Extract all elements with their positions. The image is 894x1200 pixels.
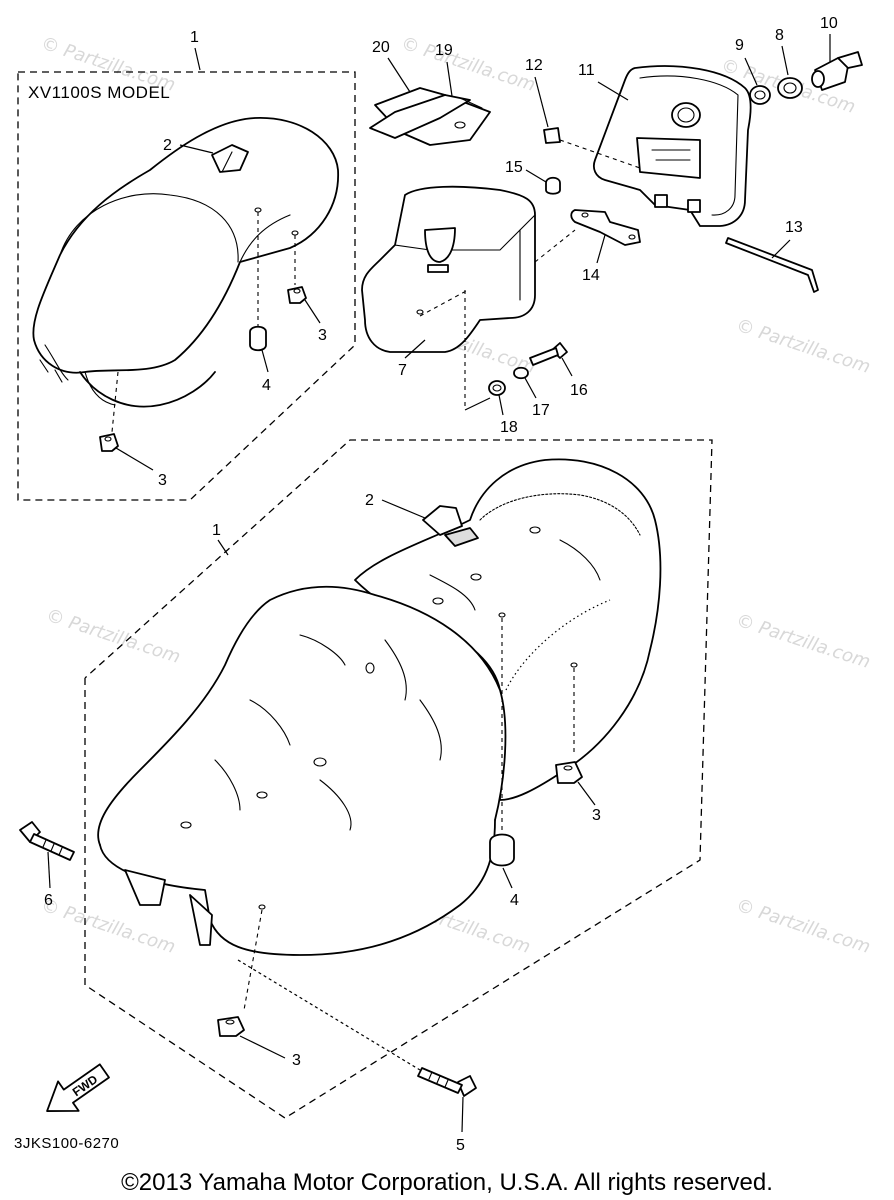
bolt-5 — [237, 959, 477, 1097]
inset-dashed-border — [17, 71, 356, 501]
part-12-clip — [543, 127, 561, 144]
solo-seat-part — [32, 117, 339, 408]
rod-13 — [725, 237, 819, 293]
washer-17 — [513, 366, 529, 380]
callout-label: 14 — [582, 267, 600, 284]
callout-label: 10 — [820, 15, 838, 32]
watermark: © Partzilla.com — [398, 33, 537, 96]
callout-label: 12 — [525, 57, 543, 74]
callout-label: 6 — [44, 892, 53, 909]
callout-label: 4 — [510, 892, 519, 909]
component-callouts: 7 8 9 10 11 12 13 14 15 16 17 18 19 — [372, 15, 838, 436]
cap-15 — [545, 176, 561, 195]
callout-label: 5 — [456, 1137, 465, 1154]
washer-9 — [749, 85, 771, 105]
bolt-6 — [19, 821, 75, 861]
callout-label: 9 — [735, 37, 744, 54]
callout-label: 8 — [775, 27, 784, 44]
fwd-arrow-icon: FWD — [46, 1063, 110, 1112]
plate-14 — [570, 209, 641, 246]
storage-box-7 — [361, 185, 536, 411]
dual-seat-part — [97, 458, 662, 956]
callout-label: 2 — [163, 137, 172, 154]
inset-hardware — [99, 207, 307, 452]
lid-11 — [592, 65, 752, 227]
callout-label: 7 — [398, 362, 407, 379]
lock-cylinder-10 — [811, 51, 863, 91]
copyright-text: ©2013 Yamaha Motor Corporation, U.S.A. A… — [121, 1169, 773, 1196]
callout-label: 3 — [318, 327, 327, 344]
diagram-code: 3JKS100-6270 — [14, 1135, 119, 1152]
main-dashed-border — [84, 439, 713, 1119]
inset-title: XV1100S MODEL — [28, 83, 170, 102]
main-seat-assembly: 1 2 3 3 4 5 6 — [19, 439, 713, 1154]
callout-label: 13 — [785, 219, 803, 236]
storage-lock-components: 7 8 9 10 11 12 13 14 15 16 17 18 19 — [361, 15, 863, 436]
callout-label: 2 — [365, 492, 374, 509]
callout-label: 4 — [262, 377, 271, 394]
callout-label: 20 — [372, 39, 390, 56]
callout-label: 16 — [570, 382, 588, 399]
watermark: © Partzilla.com — [733, 315, 872, 378]
watermark: © Partzilla.com — [733, 610, 872, 673]
inset-callouts: 1 2 3 3 4 — [115, 29, 327, 489]
callout-label: 19 — [435, 42, 453, 59]
watermark: © Partzilla.com — [43, 605, 182, 668]
main-hardware — [19, 612, 583, 1097]
callout-label: 11 — [578, 62, 595, 79]
nut-8 — [777, 77, 803, 99]
watermark: © Partzilla.com — [733, 895, 872, 958]
callout-label: 3 — [292, 1052, 301, 1069]
callout-label: 1 — [190, 29, 199, 46]
callout-label: 18 — [500, 419, 518, 436]
callout-label: 1 — [212, 522, 221, 539]
main-callouts: 1 2 3 3 4 5 6 — [44, 492, 601, 1154]
xv1100s-inset: XV1100S MODEL — [17, 29, 356, 501]
callout-label: 3 — [592, 807, 601, 824]
washer-18 — [488, 380, 506, 396]
screw-16 — [529, 342, 568, 366]
callout-label: 17 — [532, 402, 550, 419]
callout-label: 15 — [505, 159, 523, 176]
bracket-19-20 — [369, 87, 491, 146]
callout-label: 3 — [158, 472, 167, 489]
